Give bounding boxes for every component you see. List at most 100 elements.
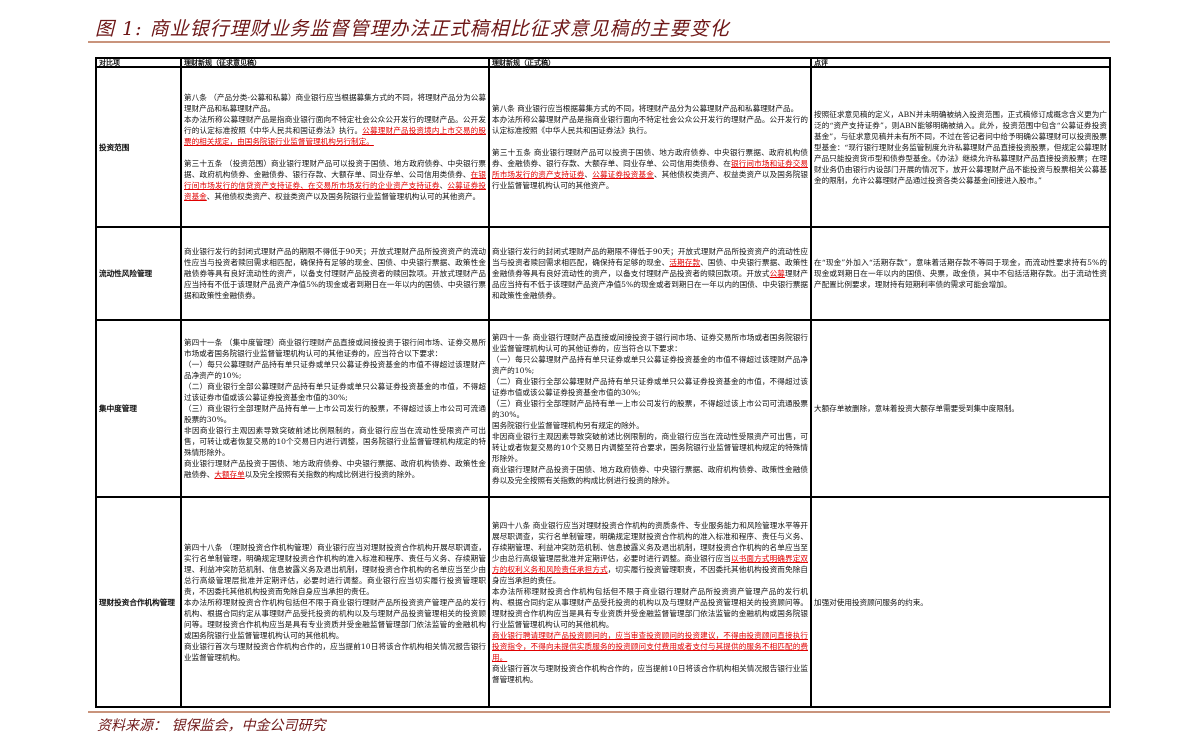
text-segment: ，切实履行投资管理职责，不因委托其他机构投资而免除自身应当承担的责任。	[492, 564, 809, 585]
text-segment: 非因商业银行主观因素导致突破前述比例限制的，商业银行应当在流动性受限资产可出售，…	[492, 431, 808, 463]
text-segment: 、	[439, 181, 448, 190]
paragraph: 第四十一条 （集中度管理）商业银行理财产品直接或间接投资于银行间市场、证券交易所…	[184, 337, 486, 359]
highlighted-change: 公募证券投资基金	[184, 181, 487, 201]
highlighted-change: 在银行间市场发行的信贷资产支持证券、在交易所市场发行的企业资产支持证券	[184, 170, 486, 190]
source-note: 资料来源： 银保监会，中金公司研究	[97, 718, 326, 734]
paragraph: 大额存单被删除，意味着投资大额存单需要受到集中度限制。	[814, 403, 1107, 414]
paragraph: 商业银行理财产品投资于国债、地方政府债券、中央银行票据、政府机构债券、政策性金融…	[492, 464, 808, 486]
text-segment: 商业银行理财产品投资于国债、地方政府债券、中央银行票据、政府机构债券、政策性金融…	[492, 464, 808, 485]
draft-cell: 第八条 （产品分类-公募和私募）商业银行应当根据募集方式的不同，将理财产品分为公…	[180, 66, 490, 228]
text-segment: 本办法所称公募理财产品是指商业银行面向不特定社会公众公开发行的理财产品。公开发行…	[492, 115, 808, 135]
paragraph	[184, 147, 486, 158]
comment-cell: 大额存单被删除，意味着投资大额存单需要受到集中度限制。	[810, 319, 1111, 498]
paragraph: 第四十一条 商业银行理财产品直接或间接投资于银行间市场、证券交易所市场或者国务院…	[492, 332, 808, 354]
text-segment: 商业银行发行的封闭式理财产品的期限不得低于90天；开放式理财产品所投资资产的流动…	[184, 247, 486, 300]
text-segment: 、其他债权类资产、权益类资产以及国务院银行业监督管理机构认可的其他资产。	[206, 192, 481, 201]
text-segment: 商业银行首次与理财投资合作机构合作的，应当提前10日将该合作机构相关情况报告银行…	[184, 641, 486, 662]
text-segment: 按照征求意见稿的定义，ABN并未明确被纳入投资范围，正式稿修订成概念含义更为广泛…	[814, 109, 1107, 185]
footer-divider	[88, 711, 1110, 713]
text-segment: 第四十一条 （集中度管理）商业银行理财产品直接或间接投资于银行间市场、证券交易所…	[184, 338, 486, 358]
highlighted-change: 银行间市场和证券交易所市场发行的资产支持证券	[492, 159, 808, 179]
row-label: 流动性风险管理	[95, 226, 182, 321]
comment-cell: 加强对使用投资顾问服务的约束。	[810, 496, 1111, 708]
title-divider	[88, 41, 1110, 43]
row-label: 集中度管理	[95, 319, 182, 498]
table-header-row: 对比项 理财新规（征求意见稿） 理财新规（正式稿） 点评	[95, 57, 1111, 68]
text-segment: 第四十八条 商业银行应当对理财投资合作机构的资质条件、专业服务能力和风险管理水平…	[492, 520, 808, 563]
text-segment: 第四十一条 商业银行理财产品直接或间接投资于银行间市场、证券交易所市场或者国务院…	[492, 332, 808, 353]
paragraph: 国务院银行业监督管理机构另有规定的除外。	[492, 420, 808, 431]
comment-cell: 在“现金”外加入“活期存款”，意味着活期存款不等同于现金，而流动性要求持有5%的…	[810, 226, 1111, 321]
paragraph: （三）商业银行全部理财产品持有单一上市公司发行的股票，不得超过该上市公司可流通股…	[492, 398, 808, 420]
table-row: 投资范围第八条 （产品分类-公募和私募）商业银行应当根据募集方式的不同，将理财产…	[95, 66, 1111, 228]
comment-cell: 按照征求意见稿的定义，ABN并未明确被纳入投资范围，正式稿修订成概念含义更为广泛…	[810, 66, 1111, 228]
table-row: 集中度管理第四十一条 （集中度管理）商业银行理财产品直接或间接投资于银行间市场、…	[95, 319, 1111, 498]
text-segment: 本办法所称理财投资合作机构包括但不限于商业银行理财产品所投资资产管理产品的发行机…	[184, 597, 486, 640]
text-segment: 第三十五条 商业银行理财产品可以投资于国债、地方政府债券、中央银行票据、政府机构…	[492, 148, 808, 168]
draft-cell: 第四十一条 （集中度管理）商业银行理财产品直接或间接投资于银行间市场、证券交易所…	[180, 319, 490, 498]
table-row: 理财投资合作机构管理第四十八条 （理财投资合作机构管理）商业银行应当对理财投资合…	[95, 496, 1111, 708]
paragraph: 本办法所称理财投资合作机构包括但不限于商业银行理财产品所投资资产管理产品的发行机…	[184, 597, 486, 641]
paragraph: 商业银行发行的封闭式理财产品的期限不得低于90天；开放式理财产品所投资资产的流动…	[492, 246, 808, 301]
highlighted-change: 商业银行聘请理财产品投资顾问的，应当审查投资顾问的投资建议，不得由投资顾问直接执…	[492, 630, 808, 662]
text-segment: （二）商业银行全部公募理财产品持有单只证券或单只公募证券投资基金的市值，不得超过…	[184, 382, 486, 402]
paragraph: 商业银行聘请理财产品投资顾问的，应当审查投资顾问的投资建议，不得由投资顾问直接执…	[492, 630, 808, 663]
text-segment: 非因商业银行主观因素导致突破前述比例限制的，商业银行应当在流动性受限资产可出售，…	[184, 426, 486, 457]
text-segment: 理财产品应当持有不低于该理财产品资产净值5%的现金或者到期日在一年以内的国债、中…	[492, 269, 808, 300]
text-segment: 第四十八条 （理财投资合作机构管理）商业银行应当对理财投资合作机构开展尽职调查，…	[184, 542, 486, 596]
paragraph: （二）商业银行全部公募理财产品持有单只证券或单只公募证券投资基金的市值，不得超过…	[184, 381, 486, 403]
header-draft: 理财新规（征求意见稿）	[180, 57, 490, 68]
text-segment: 、其他债权类资产、权益类资产以及国务院银行业监督管理机构认可的其他资产。	[492, 170, 809, 190]
paragraph: 第四十八条 商业银行应当对理财投资合作机构的资质条件、专业服务能力和风险管理水平…	[492, 520, 808, 586]
paragraph: （二）商业银行全部公募理财产品持有单只证券或单只公募证券投资基金的市值，不得超过…	[492, 376, 808, 398]
text-segment: 本办法所称理财投资合作机构包括但不限于商业银行理财产品所投资资产管理产品的发行机…	[492, 586, 808, 629]
final-cell: 商业银行发行的封闭式理财产品的期限不得低于90天；开放式理财产品所投资资产的流动…	[488, 226, 812, 321]
header-item: 对比项	[95, 57, 182, 68]
draft-cell: 商业银行发行的封闭式理财产品的期限不得低于90天；开放式理财产品所投资资产的流动…	[180, 226, 490, 321]
highlighted-change: 活期存款	[669, 258, 701, 267]
row-label: 理财投资合作机构管理	[95, 496, 182, 708]
header-final: 理财新规（正式稿）	[488, 57, 812, 68]
text-segment: （一）每只公募理财产品持有单只证券或单只公募证券投资基金的市值不得超过该理财产品…	[492, 354, 808, 375]
text-segment: 国务院银行业监督管理机构另有规定的除外。	[492, 420, 644, 430]
paragraph: 本办法所称理财投资合作机构包括但不限于商业银行理财产品所投资资产管理产品的发行机…	[492, 586, 808, 630]
paragraph: （三）商业银行全部理财产品持有单一上市公司发行的股票，不得超过该上市公司可流通股…	[184, 403, 486, 425]
text-segment: 第八条 （产品分类-公募和私募）商业银行应当根据募集方式的不同，将理财产品分为公…	[184, 93, 486, 113]
highlighted-change: 公募	[769, 269, 785, 278]
final-cell: 第四十八条 商业银行应当对理财投资合作机构的资质条件、专业服务能力和风险管理水平…	[488, 496, 812, 708]
table-row: 流动性风险管理商业银行发行的封闭式理财产品的期限不得低于90天；开放式理财产品所…	[95, 226, 1111, 321]
paragraph: 第八条 商业银行应当根据募集方式的不同，将理财产品分为公募理财产品和私募理财产品…	[492, 103, 808, 114]
text-segment: 以及完全按照有关指数的构成比例进行投资的除外。	[244, 470, 420, 479]
text-segment: 商业银行理财产品投资于国债、地方政府债券、中央银行票据、政府机构债券、政策性金融…	[184, 459, 486, 479]
text-segment: 加强对使用投资顾问服务的约束。	[814, 597, 928, 607]
paragraph: 第三十五条 （投资范围）商业银行理财产品可以投资于国债、地方政府债券、中央银行票…	[184, 158, 486, 202]
paragraph: 加强对使用投资顾问服务的约束。	[814, 597, 1107, 608]
text-segment: （三）商业银行全部理财产品持有单一上市公司发行的股票，不得超过该上市公司可流通股…	[492, 398, 808, 419]
paragraph: 在“现金”外加入“活期存款”，意味着活期存款不等同于现金，而流动性要求持有5%的…	[814, 257, 1107, 290]
figure-title: 图 1: 商业银行理财业务监督管理办法正式稿相比征求意见稿的主要变化	[95, 18, 730, 40]
highlighted-change: 以书面方式明确界定双方的权利义务和风险责任承担方式	[492, 553, 808, 574]
paragraph: 按照征求意见稿的定义，ABN并未明确被纳入投资范围，正式稿修订成概念含义更为广泛…	[814, 109, 1107, 186]
paragraph: 第四十八条 （理财投资合作机构管理）商业银行应当对理财投资合作机构开展尽职调查，…	[184, 542, 486, 597]
paragraph: （一）每只公募理财产品持有单只证券或单只公募证券投资基金的市值不得超过该理财产品…	[184, 359, 486, 381]
text-segment: （二）商业银行全部公募理财产品持有单只证券或单只公募证券投资基金的市值，不得超过…	[492, 376, 808, 397]
text-segment: 商业银行发行的封闭式理财产品的期限不得低于90天；开放式理财产品所投资资产的流动…	[492, 247, 808, 267]
text-segment: 第八条 商业银行应当根据募集方式的不同，将理财产品分为公募理财产品和私募理财产品…	[492, 104, 799, 113]
paragraph: 商业银行首次与理财投资合作机构合作的，应当提前10日将该合作机构相关情况报告银行…	[492, 663, 808, 685]
text-segment: （一）每只公募理财产品持有单只证券或单只公募证券投资基金的市值不得超过该理财产品…	[184, 360, 486, 380]
paragraph: 商业银行理财产品投资于国债、地方政府债券、中央银行票据、政府机构债券、政策性金融…	[184, 458, 486, 480]
paragraph: 本办法所称公募理财产品是指商业银行面向不特定社会公众公开发行的理财产品。公开发行…	[184, 114, 486, 147]
text-segment: （三）商业银行全部理财产品持有单一上市公司发行的股票，不得超过该上市公司可流通股…	[184, 404, 486, 424]
text-segment: 商业银行首次与理财投资合作机构合作的，应当提前10日将该合作机构相关情况报告银行…	[492, 663, 808, 684]
text-segment: 第三十五条 （投资范围）商业银行理财产品可以投资于国债、地方政府债券、中央银行票…	[184, 159, 486, 179]
text-segment: 在“现金”外加入“活期存款”，意味着活期存款不等同于现金，而流动性要求持有5%的…	[814, 258, 1107, 289]
final-cell: 第八条 商业银行应当根据募集方式的不同，将理财产品分为公募理财产品和私募理财产品…	[488, 66, 812, 228]
paragraph: 商业银行首次与理财投资合作机构合作的，应当提前10日将该合作机构相关情况报告银行…	[184, 641, 486, 663]
paragraph: 非因商业银行主观因素导致突破前述比例限制的，商业银行应当在流动性受限资产可出售，…	[492, 431, 808, 464]
highlighted-change: 公募理财产品投资境内上市交易的股票的相关规定，由国务院银行业监督管理机构另行制定…	[184, 126, 487, 146]
final-cell: 第四十一条 商业银行理财产品直接或间接投资于银行间市场、证券交易所市场或者国务院…	[488, 319, 812, 498]
text-segment: 、	[584, 170, 593, 179]
highlighted-change: 大额存单	[214, 470, 245, 479]
text-segment: 、国债、中央银行票据、政策性金融债券等具有良好流动性的资产，以备支付理财产品投资…	[492, 258, 809, 278]
text-segment: 本办法所称公募理财产品是指商业银行面向不特定社会公众公开发行的理财产品。公开发行…	[184, 115, 486, 135]
